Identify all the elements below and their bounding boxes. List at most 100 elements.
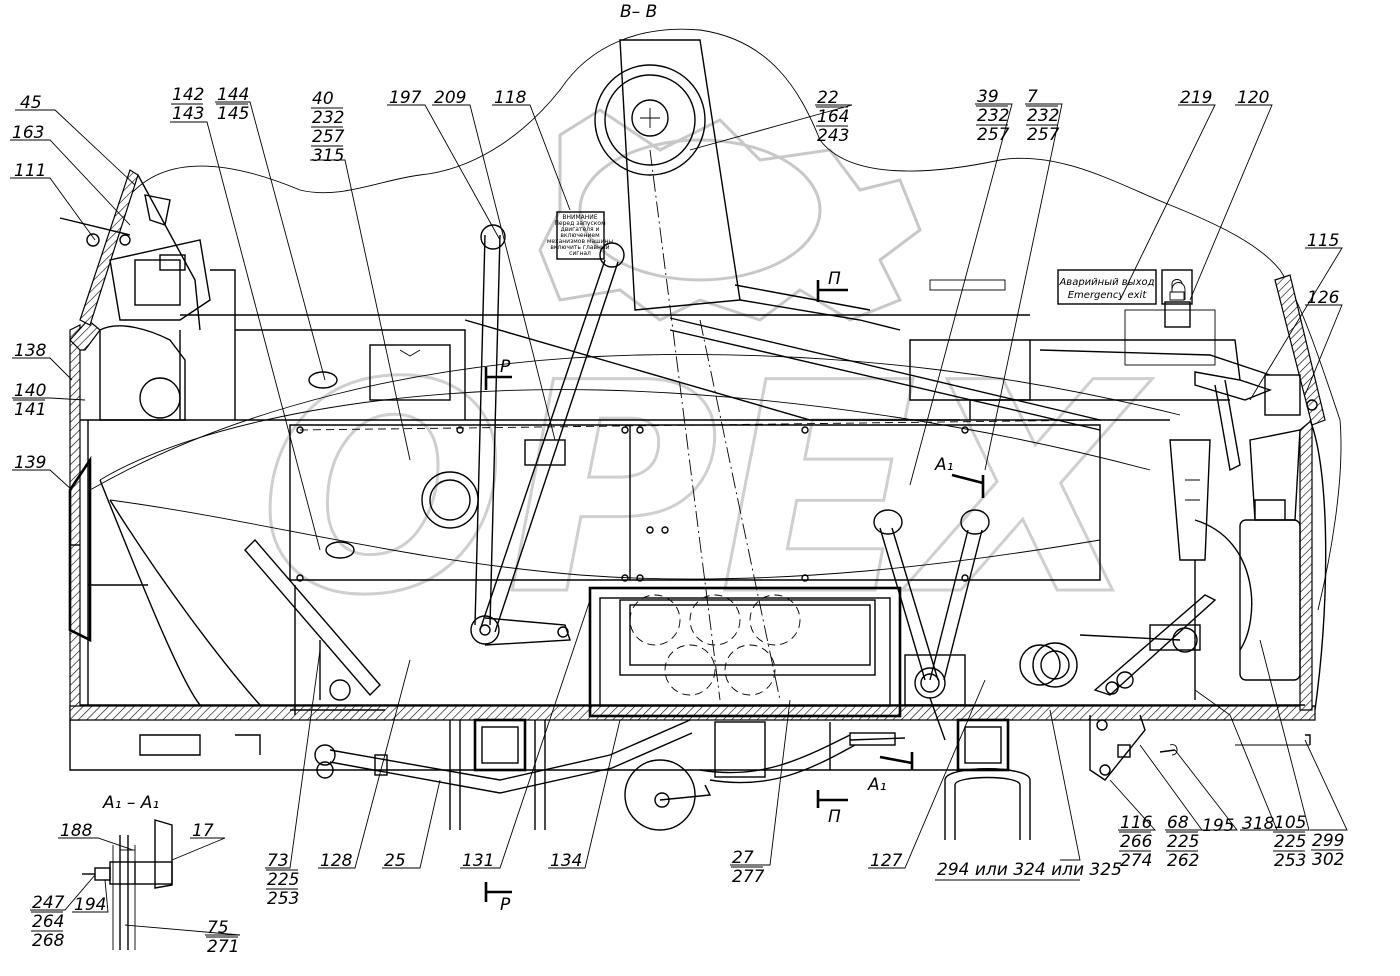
cut-r-upper: Р [500,357,511,377]
callout-247-line-3: 268 [32,931,65,951]
callout-163-line-1: 163 [12,123,44,143]
leader-lines [10,101,1348,936]
callout-116-line-1: 116 [1120,813,1153,833]
callout-27-line-1: 27 [732,848,754,868]
callout-116-line-2: 266 [1120,832,1153,852]
callout-139-line-1: 139 [14,453,46,473]
callout-39-line-1: 39 [977,87,999,107]
callout-118-line-1: 118 [494,88,527,108]
callout-142-line-2: 143 [172,104,204,124]
callout-17-line-1: 17 [192,821,214,841]
callout-247-line-1: 247 [32,893,65,913]
callout-22-line-3: 243 [817,126,849,146]
callout-219-line-1: 219 [1180,88,1212,108]
callout-144-line-1: 144 [217,85,249,105]
callout-labels: 4516311113814014113914214314414540232257… [12,85,1344,957]
callout-73-line-3: 253 [267,889,299,909]
cut-markers: П П Р Р А₁ А₁ [484,269,985,915]
callout-40-line-3: 257 [312,127,345,147]
callout-39-line-3: 257 [977,125,1010,145]
cut-p-lower: П [828,807,841,827]
callout-7-line-2: 232 [1027,106,1059,126]
left-door [68,455,261,706]
callout-140-line-1: 140 [14,381,46,401]
callout-128-line-1: 128 [320,851,353,871]
warning-sign-line-1: ВНИМАНИЕ [562,214,597,221]
callout-40-line-2: 232 [312,108,344,128]
side-panel [289,371,1101,582]
callout-144-line-2: 145 [217,104,249,124]
callout-39-line-2: 232 [977,106,1009,126]
control-levers [244,224,1217,741]
cut-r-lower: Р [500,895,511,915]
heater-box [588,586,902,718]
callout-126-line-1: 126 [1307,288,1340,308]
callout-111-line-1: 111 [14,161,46,181]
callout-75-line-2: 271 [207,937,239,957]
dashboard [59,194,211,421]
callout-105-line-1: 105 [1274,813,1306,833]
callout-73-line-2: 225 [267,870,299,890]
callout-68-line-1: 68 [1167,813,1189,833]
callout-40-line-4: 315 [312,146,344,166]
emergency-exit-en: Emergency exit [1068,290,1148,301]
section-a1-detail [82,819,173,950]
warning-sign-line-2: Перед запуском [554,220,605,227]
section-title: В– В [620,2,657,22]
seat-back [594,39,901,701]
warning-sign-line-3: двигателя и [561,226,600,233]
watermark-text: ОРЕХ [260,322,1153,659]
callout-68-line-3: 262 [1167,851,1199,871]
callout-105-line-3: 253 [1274,851,1306,871]
callout-134-line-1: 134 [550,851,582,871]
callout-318-line-1: 318 [1242,814,1275,834]
callout-299-line-2: 302 [1312,850,1344,870]
callout-22-line-1: 22 [817,88,839,108]
callout-27-line-2: 277 [732,867,765,887]
callout-45-line-1: 45 [20,93,42,113]
callout-115-line-1: 115 [1307,231,1339,251]
cut-p-upper: П [828,269,841,289]
callout-127-line-1: 127 [870,851,903,871]
callout-131-line-1: 131 [462,851,494,871]
callout-197-line-1: 197 [389,88,422,108]
emergency-exit-sign: Аварийный выход Emergency exit [929,269,1193,305]
callout-195-line-1: 195 [1202,816,1234,836]
callout-7-line-3: 257 [1027,125,1060,145]
callout-25-line-1: 25 [384,851,406,871]
variant-note-text: 294 или 324 или 325 [937,860,1122,880]
extinguisher [1164,282,1301,700]
callout-116-line-3: 274 [1120,851,1152,871]
callout-75-line-1: 75 [207,918,229,938]
warning-sign-line-4: включением [560,232,599,239]
callout-142-line-1: 142 [172,85,204,105]
callout-40-line-1: 40 [312,89,334,109]
callout-247-line-2: 264 [32,912,64,932]
callout-138-line-1: 138 [14,341,47,361]
warning-sign-line-7: сигнал [569,250,591,257]
callout-7-line-1: 7 [1027,87,1038,107]
control-console [235,309,1318,431]
callout-68-line-2: 225 [1167,832,1199,852]
warning-sign: ВНИМАНИЕ Перед запуском двигателя и вклю… [547,211,614,260]
callout-73-line-1: 73 [267,851,289,871]
underbody [69,714,1311,840]
section-a1-title: А₁ – А₁ [102,793,159,813]
variant-note: 294 или 324 или 325 [935,860,1122,881]
warning-sign-line-6: включить главный [550,244,609,251]
warning-sign-line-5: механизмов машины [547,238,614,245]
emergency-exit-ru: Аварийный выход [1058,277,1154,288]
cut-a1-lower: А₁ [867,775,886,795]
section-boundary [89,28,1342,611]
callout-299-line-1: 299 [1312,831,1344,851]
callout-140-line-2: 141 [14,400,46,420]
callout-105-line-2: 225 [1274,832,1306,852]
callout-22-line-2: 164 [817,107,849,127]
callout-209-line-1: 209 [434,88,466,108]
callout-120-line-1: 120 [1237,88,1269,108]
cut-a1-upper: А₁ [934,455,953,475]
callout-194-line-1: 194 [74,895,106,915]
callout-188-line-1: 188 [60,821,93,841]
